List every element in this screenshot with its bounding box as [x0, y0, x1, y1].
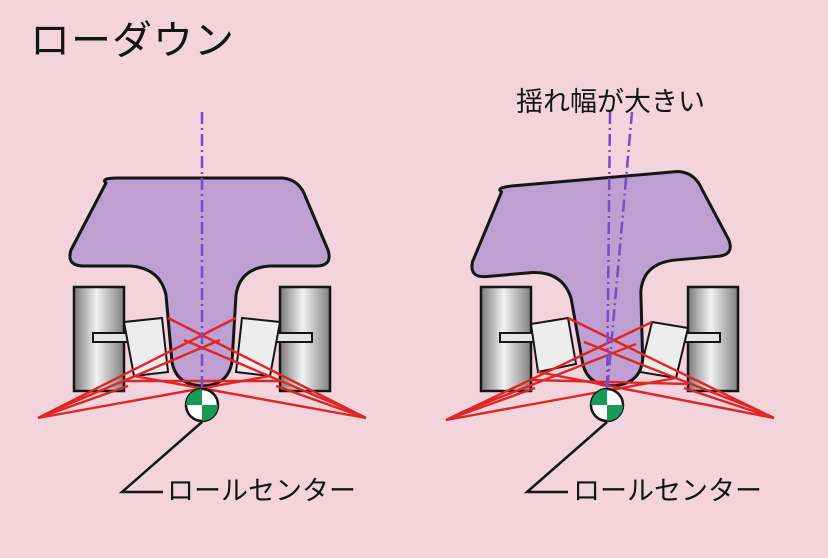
- left-roll-center-label: ロールセンター: [167, 476, 356, 507]
- left-upright: [529, 316, 578, 374]
- roll-center-marker: [184, 387, 220, 423]
- left-upright: [122, 316, 170, 378]
- roll-center-leader: [523, 421, 608, 494]
- left-hub: [499, 332, 537, 343]
- roll-center-marker: [589, 387, 625, 423]
- right-hub: [683, 332, 721, 343]
- left-hub: [92, 332, 130, 343]
- right-roll-center-label: ロールセンター: [573, 476, 762, 507]
- roll-center-leader: [118, 421, 203, 494]
- tilted-axis: [605, 111, 634, 393]
- center-axis: [605, 111, 612, 397]
- diagram-title: ローダウン: [30, 18, 235, 64]
- suspension-links: [445, 316, 775, 422]
- right-hub: [275, 332, 313, 343]
- sway-width-annotation: 揺れ幅が大きい: [516, 87, 705, 118]
- right-upright: [234, 316, 282, 378]
- right-panel: [445, 111, 775, 494]
- car-body: [68, 176, 331, 388]
- left-panel: [37, 112, 367, 494]
- right-upright: [638, 320, 690, 380]
